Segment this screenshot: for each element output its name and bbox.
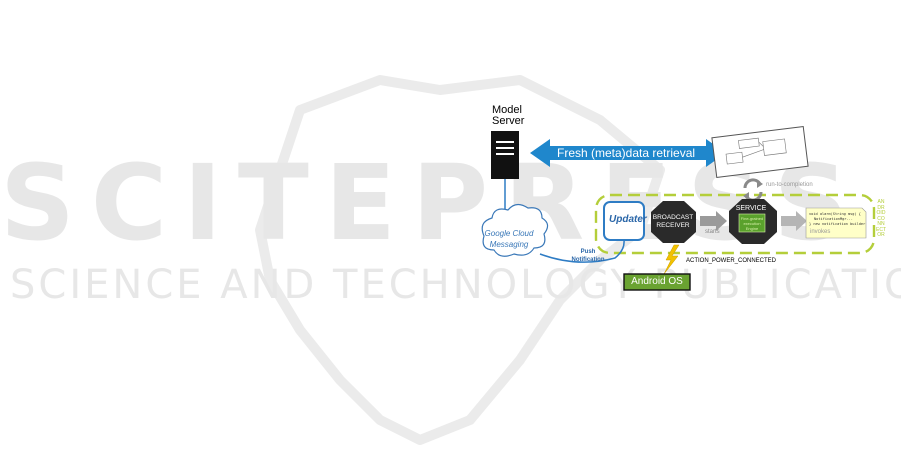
code-line: } new notification builder bbox=[809, 222, 866, 226]
broadcast-receiver-label: BROADCAST RECEIVER bbox=[652, 214, 694, 229]
android-connector-label: ANDROID CONNECTOR bbox=[876, 199, 886, 238]
starts-label: starts bbox=[705, 229, 720, 235]
execution-engine-label: Fine-grained execution Engine bbox=[740, 216, 764, 231]
updater-label: Updater bbox=[609, 214, 647, 225]
code-line: NotificationMgr... bbox=[814, 217, 853, 221]
broadcast-receiver-octagon bbox=[651, 201, 696, 243]
gcm-to-updater-line bbox=[539, 239, 625, 263]
model-document-icon bbox=[711, 125, 809, 179]
gcm-cloud bbox=[481, 203, 549, 257]
code-line: void alarm(String msg) { bbox=[809, 212, 861, 216]
server-icon bbox=[491, 131, 519, 179]
invokes-arrow bbox=[781, 211, 807, 231]
refresh-cycle-icon bbox=[743, 178, 763, 202]
model-server-label: Model Server bbox=[492, 104, 525, 127]
retrieval-label: Fresh (meta)data retrieval bbox=[557, 146, 696, 160]
starts-arrow bbox=[700, 211, 727, 231]
action-power-label: ACTION_POWER_CONNECTED bbox=[686, 258, 777, 264]
gcm-label: Google Cloud Messaging bbox=[484, 229, 534, 249]
retrieval-double-arrow bbox=[530, 139, 726, 167]
android-os-box bbox=[623, 273, 691, 291]
service-label: SERVICE bbox=[735, 205, 767, 212]
updater-box bbox=[603, 201, 645, 241]
watermark-subtitle: SCIENCE AND TECHNOLOGY PUBLICATIONS bbox=[10, 262, 901, 308]
code-note bbox=[805, 207, 867, 239]
run-to-completion-label: run-to-completion bbox=[766, 182, 813, 188]
invokes-label: invokes bbox=[810, 229, 831, 235]
android-os-label: Android OS bbox=[631, 276, 683, 287]
power-lightning-icon bbox=[663, 244, 680, 275]
push-notification-label: Push Notification bbox=[571, 249, 605, 263]
execution-engine-box bbox=[738, 213, 766, 233]
